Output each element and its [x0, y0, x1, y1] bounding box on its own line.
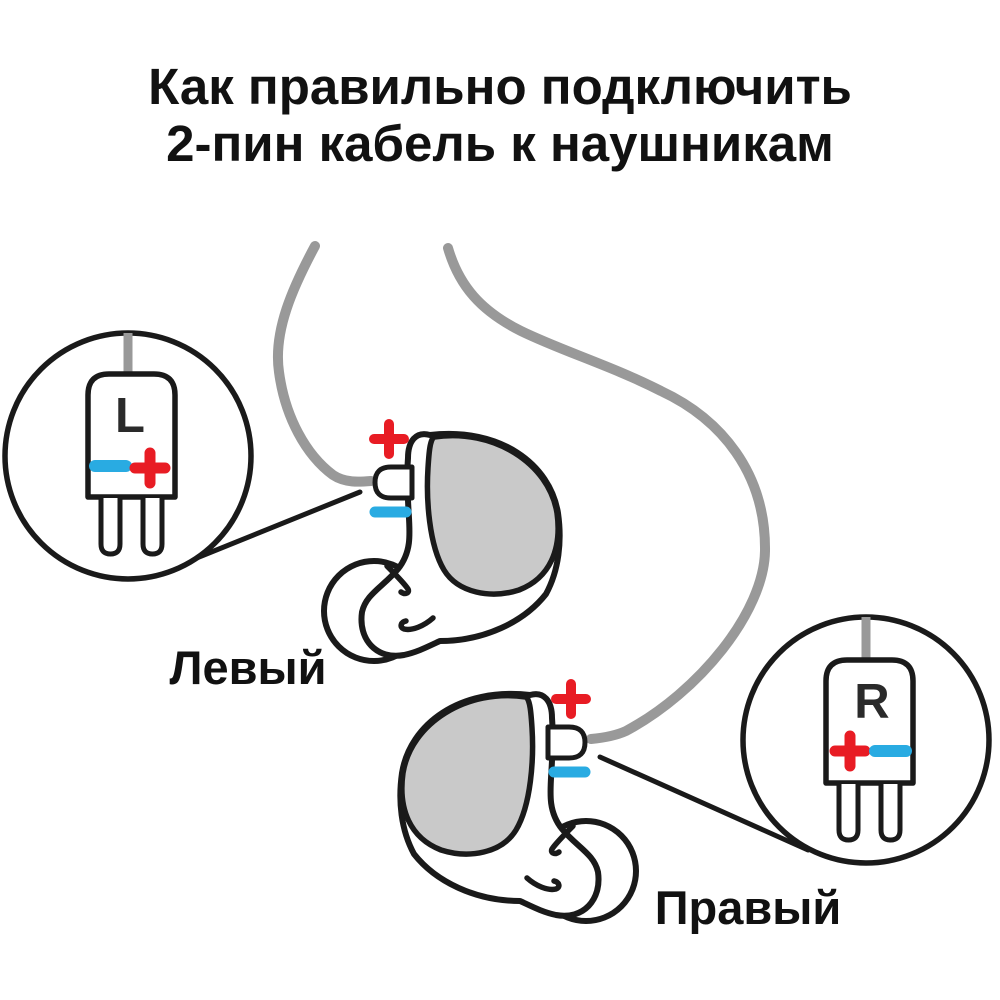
- left-2pin-socket: [372, 464, 415, 501]
- right-earphone: [397, 679, 639, 924]
- left-connector-pin-2: [140, 498, 165, 557]
- right-earphone-faceplate: [399, 692, 536, 857]
- right-earphone-label: Правый: [655, 881, 842, 934]
- right-2pin-socket: [545, 724, 588, 761]
- plus-icon: [129, 447, 171, 489]
- right-connector-cable-stub: [861, 617, 871, 662]
- left-connector-cable-stub: [123, 333, 133, 378]
- right-cable: [443, 243, 771, 744]
- right-connector-pin-1: [836, 784, 861, 843]
- left-connector-pin-1: [98, 498, 123, 557]
- right-channel-letter: R: [854, 675, 889, 729]
- diagram-title-line1: Как правильно подключить: [148, 58, 852, 115]
- left-tip-fold-lower: [398, 615, 436, 633]
- right-connector-pin-2: [878, 784, 903, 843]
- left-tip-fold-upper: [384, 563, 412, 597]
- left-earphone-faceplate: [424, 432, 561, 597]
- right-tip-fold-lower: [524, 875, 562, 893]
- plus-icon: [829, 730, 871, 772]
- diagram-title-line2: 2-пин кабель к наушникам: [166, 115, 834, 172]
- left-channel-letter: L: [115, 389, 145, 443]
- left-connector-callout: L: [2, 330, 254, 582]
- right-tip-fold-upper: [548, 823, 576, 857]
- left-earphone-label: Левый: [169, 641, 326, 694]
- left-earphone: [321, 419, 563, 664]
- left-cable: [273, 241, 376, 487]
- right-connector-callout: R: [740, 614, 992, 866]
- plus-icon: [369, 419, 409, 459]
- right-callout-line: [597, 754, 811, 853]
- plus-icon: [551, 679, 591, 719]
